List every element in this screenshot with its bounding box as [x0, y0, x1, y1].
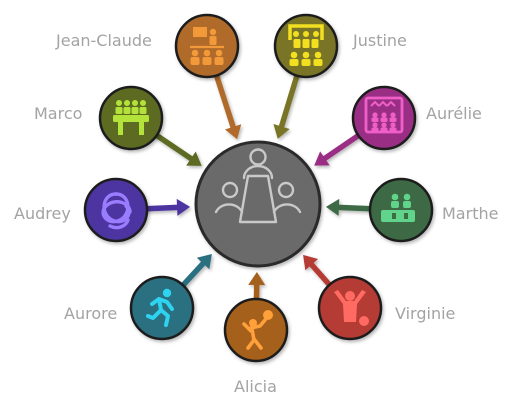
node-virginie	[317, 275, 383, 341]
node-aurore-arrow	[178, 253, 212, 291]
desk-team-icon	[381, 193, 415, 222]
presenter-audience-icon	[190, 27, 224, 65]
node-marthe-arrow	[325, 198, 375, 216]
center-hub	[194, 140, 322, 268]
node-marthe	[368, 177, 434, 243]
cheering-person-icon	[334, 290, 369, 326]
node-label-aurelie: Aurélie	[426, 104, 482, 123]
node-audrey-arrow	[142, 198, 191, 216]
node-aurore	[129, 275, 195, 341]
node-jean-claude-arrow	[212, 70, 242, 140]
meeting-table-icon	[214, 148, 302, 224]
node-justine	[273, 13, 339, 79]
node-layer	[83, 13, 434, 363]
node-alicia	[223, 297, 289, 363]
running-person-icon	[146, 288, 174, 327]
team-table-icon	[113, 100, 149, 135]
node-label-virginie: Virginie	[395, 304, 456, 323]
node-label-alicia: Alicia	[234, 377, 277, 396]
node-label-marco: Marco	[34, 104, 83, 123]
group-meeting-icon	[288, 24, 324, 66]
node-label-jean-claude: Jean-Claude	[56, 31, 152, 50]
presentation-screen-icon	[364, 96, 404, 134]
node-audrey-circle	[83, 177, 149, 243]
center-circle	[194, 140, 322, 268]
node-label-aurore: Aurore	[64, 304, 118, 323]
node-virginie-arrow	[303, 254, 335, 290]
node-jean-claude	[174, 13, 240, 79]
node-marco	[98, 85, 164, 151]
node-alicia-circle	[223, 297, 289, 363]
node-aurelie	[351, 85, 417, 151]
node-aurelie-arrow	[314, 130, 364, 166]
node-label-audrey: Audrey	[14, 204, 71, 223]
arrow-layer	[142, 70, 375, 304]
volleyball-player-icon	[242, 310, 273, 350]
node-audrey	[83, 177, 149, 243]
node-label-marthe: Marthe	[442, 204, 499, 223]
node-marco-arrow	[151, 130, 202, 166]
knot-icon	[101, 192, 132, 230]
node-justine-arrow	[273, 71, 301, 139]
node-label-justine: Justine	[353, 31, 407, 50]
